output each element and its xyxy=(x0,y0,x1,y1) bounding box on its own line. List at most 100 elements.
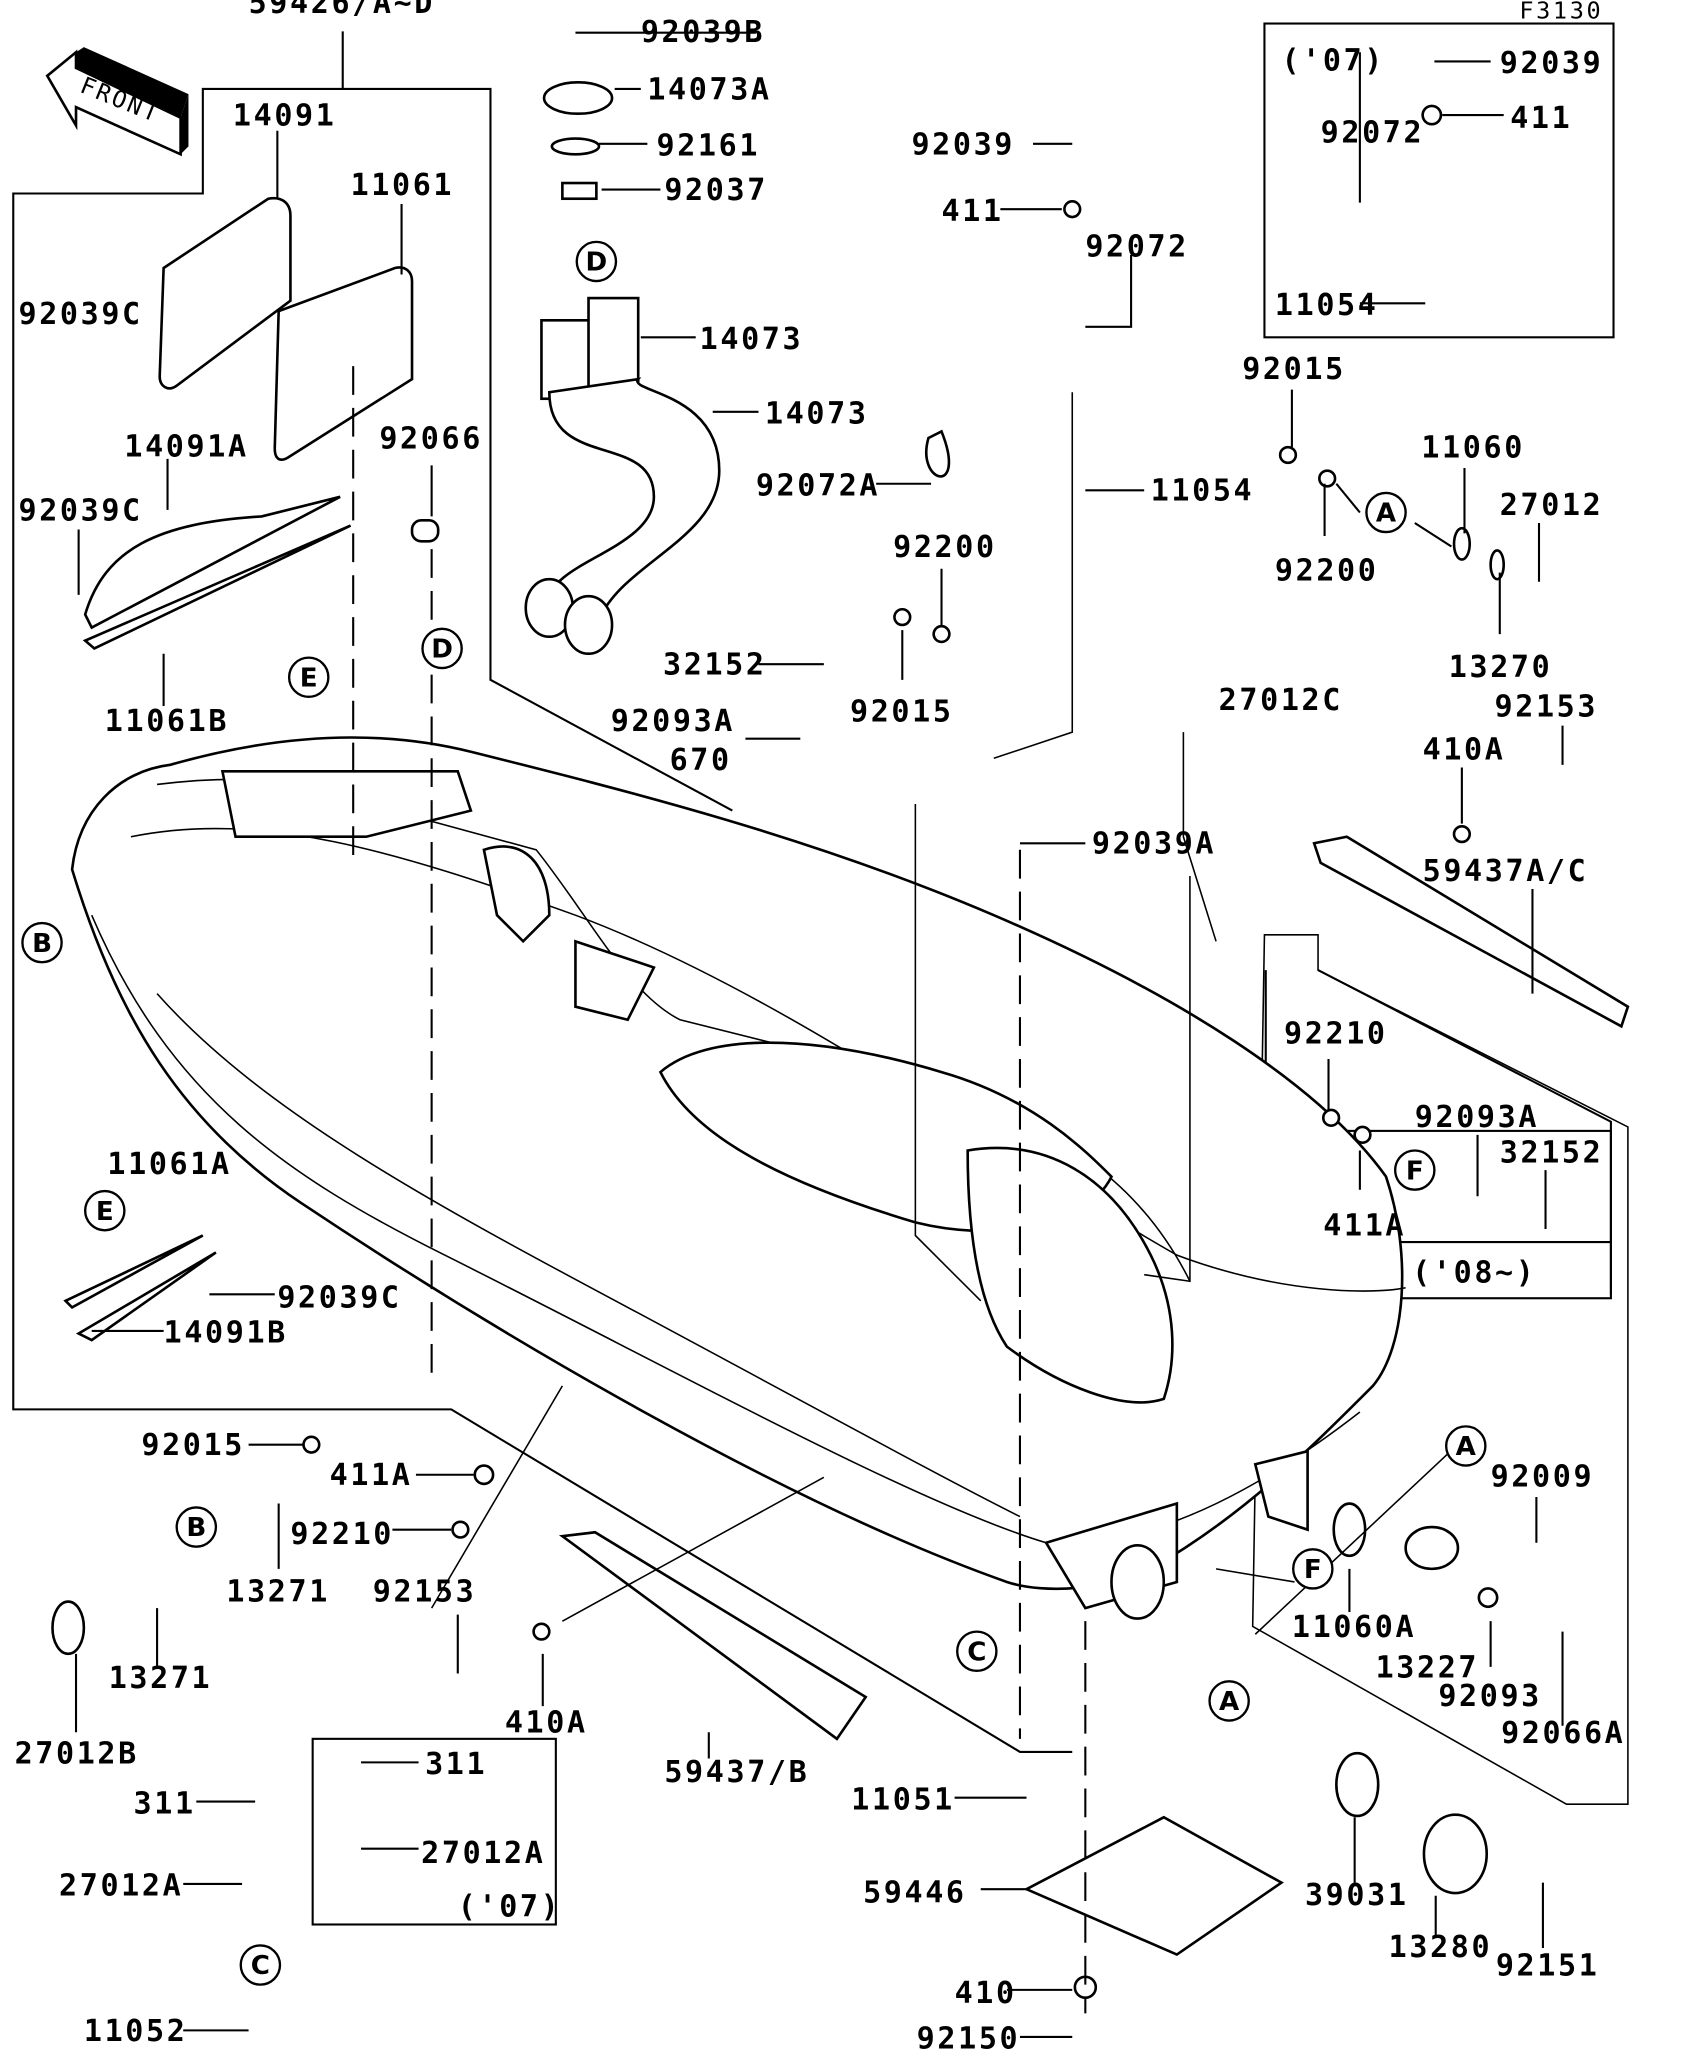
callout-a: A xyxy=(1376,499,1397,529)
part-label: 11061A xyxy=(107,1147,231,1182)
part-label: 92072A xyxy=(756,469,880,504)
part-label: 11061B xyxy=(105,704,229,739)
part-label: 59446 xyxy=(863,1875,967,1910)
part-label: 92200 xyxy=(893,530,997,565)
outline-rear xyxy=(1251,934,1629,1805)
callouts: D D E B E F A A B F C A C xyxy=(21,240,1487,1986)
part-label: 27012C xyxy=(1219,683,1343,718)
part-label: 14091 xyxy=(233,99,337,134)
part-label: 92015 xyxy=(850,695,954,730)
part-label: 92015 xyxy=(1242,352,1346,387)
callout-e: E xyxy=(300,663,318,693)
part-label: 410A xyxy=(505,1705,588,1740)
part-label: 670 xyxy=(670,743,732,778)
part-label: 92015 xyxy=(141,1428,245,1463)
part-label: 14091B xyxy=(164,1316,288,1351)
part-label: 13271 xyxy=(226,1575,330,1610)
part-label: 39031 xyxy=(1305,1878,1409,1913)
part-label: 92066A xyxy=(1501,1716,1625,1751)
part-label: 92151 xyxy=(1496,1948,1600,1983)
group-line xyxy=(341,31,733,812)
part-label: 27012 xyxy=(1500,488,1604,523)
callout-a: A xyxy=(1219,1687,1240,1717)
part-label: 11054 xyxy=(1151,474,1255,509)
callout-d: D xyxy=(586,248,608,278)
part-label: 32152 xyxy=(1500,1135,1604,1170)
part-label: 59437A/C xyxy=(1423,854,1589,889)
part-label: 92039 xyxy=(911,127,1015,162)
part-label: 59437/B xyxy=(664,1755,809,1790)
group-outline xyxy=(12,87,1073,1753)
part-label: 59426/A~D xyxy=(249,0,435,21)
part-label: 92039A xyxy=(1092,827,1216,862)
part-label: 92039C xyxy=(277,1280,401,1315)
part-label: 311 xyxy=(134,1786,196,1821)
part-label: 11060 xyxy=(1421,431,1525,466)
part-label: 92072 xyxy=(1085,229,1189,264)
year-note: ('07) xyxy=(458,1890,562,1925)
year-note: ('08~) xyxy=(1412,1256,1536,1291)
part-label: 11054 xyxy=(1275,288,1379,323)
part-label: 14091A xyxy=(124,429,248,464)
year-notes: ('07) ('08~) ('07) xyxy=(458,44,1536,1925)
part-label: 13271 xyxy=(109,1661,213,1696)
part-label: 27012A xyxy=(421,1836,545,1871)
part-labels: 59426/A~D 92039B 14073A 92161 92037 9203… xyxy=(15,0,1625,2050)
part-label: 92072 xyxy=(1321,116,1425,151)
callout-c: C xyxy=(251,1951,270,1981)
callout-d: D xyxy=(431,635,453,665)
part-label: 92210 xyxy=(290,1517,394,1552)
part-label: 11060A xyxy=(1292,1610,1416,1645)
part-label: 410 xyxy=(955,1976,1017,2011)
year-note: ('07) xyxy=(1281,44,1385,79)
callout-b: B xyxy=(32,929,52,959)
part-label: 92153 xyxy=(1495,689,1599,724)
part-label: 13270 xyxy=(1449,650,1553,685)
part-label: 27012B xyxy=(15,1737,139,1772)
part-label: 92066 xyxy=(379,421,483,456)
part-label: 13227 xyxy=(1376,1650,1480,1685)
callout-a: A xyxy=(1456,1432,1477,1462)
part-label: 92200 xyxy=(1275,553,1379,588)
part-label: 11061 xyxy=(351,168,455,203)
part-label: 92039C xyxy=(18,297,142,332)
part-label: 92093A xyxy=(611,704,735,739)
part-label: 11052 xyxy=(84,2014,188,2049)
part-label: 92153 xyxy=(373,1575,477,1610)
leader-lines xyxy=(74,31,1564,2038)
part-label: 92039 xyxy=(1500,46,1604,81)
duct-14073 xyxy=(524,81,721,656)
callout-e: E xyxy=(96,1197,114,1227)
plate-59446 xyxy=(1023,1815,1284,1957)
part-label: 14073 xyxy=(700,322,804,357)
part-label: 92039C xyxy=(18,493,142,528)
hull xyxy=(70,736,1406,1620)
part-label: 411A xyxy=(1323,1208,1406,1243)
part-label: 27012A xyxy=(59,1869,183,1904)
figure-code: F3130 xyxy=(1519,0,1603,24)
part-label: 311 xyxy=(425,1747,487,1782)
inset-box-07-bracket xyxy=(1263,22,1615,339)
part-label: 92161 xyxy=(657,129,761,164)
part-label: 92093A xyxy=(1415,1100,1539,1135)
part-label: 411A xyxy=(330,1458,413,1493)
small-parts xyxy=(51,104,1506,2000)
part-label: 11051 xyxy=(851,1782,955,1817)
callout-c: C xyxy=(967,1637,986,1667)
part-label: 92150 xyxy=(917,2022,1021,2050)
callout-f: F xyxy=(1304,1555,1322,1585)
callout-b: B xyxy=(186,1513,206,1543)
front-arrow-icon: FRONT xyxy=(45,47,189,157)
part-label: 411 xyxy=(942,194,1004,229)
part-label: 92009 xyxy=(1491,1460,1595,1495)
step-59437 xyxy=(558,835,1630,1741)
part-label: 410A xyxy=(1423,733,1506,768)
part-label: 92210 xyxy=(1284,1016,1388,1051)
part-label: 32152 xyxy=(663,648,767,683)
part-label: 14073 xyxy=(765,397,869,432)
part-label: 92093 xyxy=(1438,1679,1542,1714)
vent-cover-14091 xyxy=(63,196,440,1342)
part-label: 411 xyxy=(1510,101,1572,136)
